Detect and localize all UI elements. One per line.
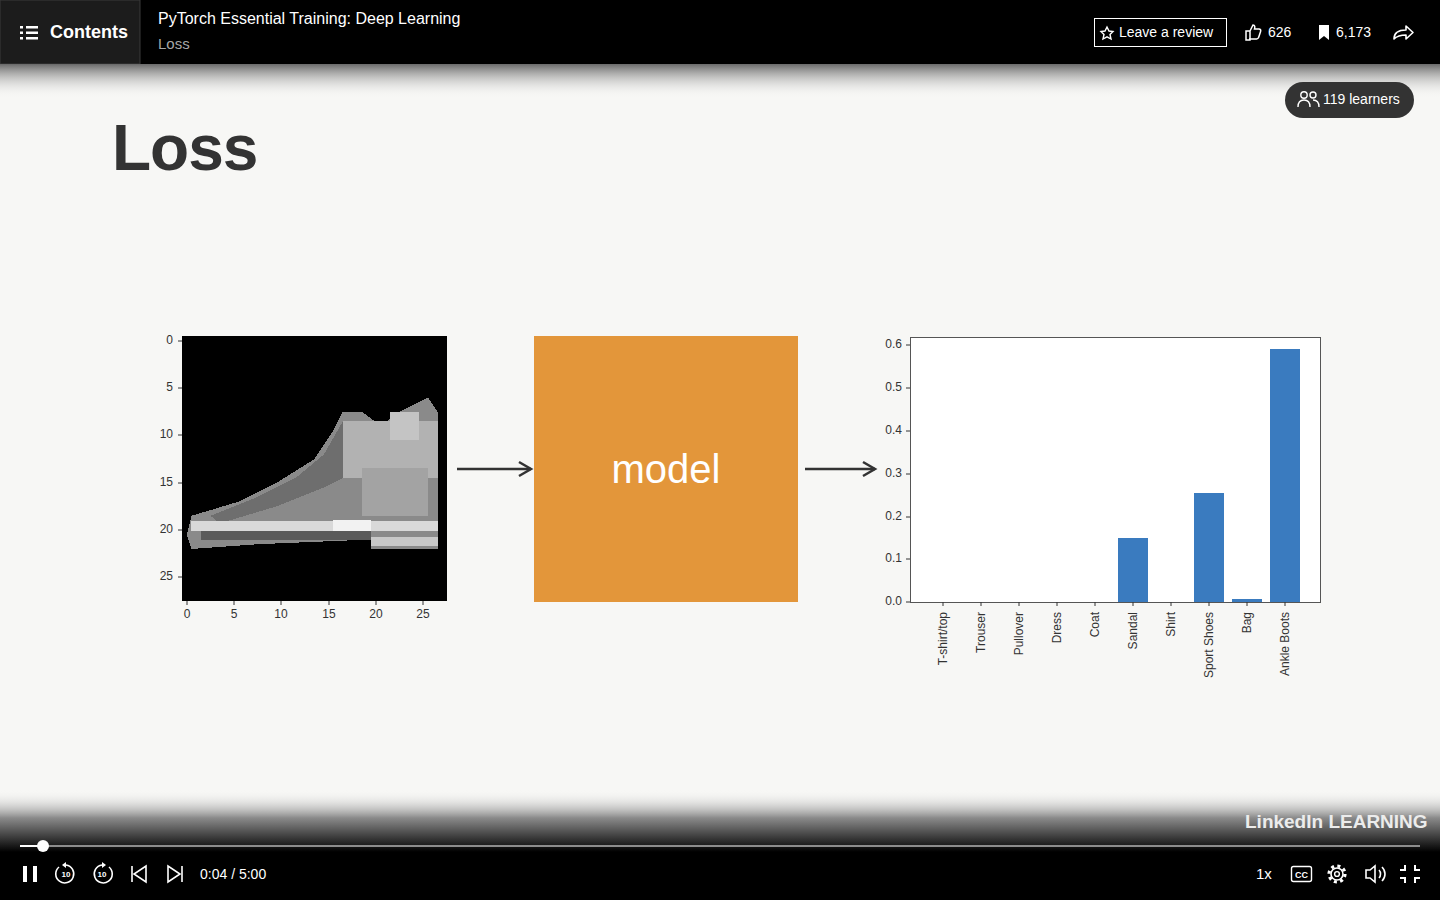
bottom-fade	[0, 790, 1440, 852]
slide-title: Loss	[112, 112, 257, 186]
category-label: Sport Shoes	[1202, 612, 1216, 678]
tick-label: 0.0	[885, 595, 902, 609]
tick-label: 20	[369, 608, 382, 622]
tick-label: 10	[274, 608, 287, 622]
menu-icon	[20, 26, 38, 40]
arrow-head	[863, 462, 875, 476]
tick-label: 0.1	[885, 552, 902, 566]
bottom-bar	[0, 852, 1440, 900]
arrow-shaft	[457, 468, 531, 471]
category-label: Shirt	[1164, 612, 1178, 637]
share-icon	[1394, 26, 1413, 39]
pause-icon	[23, 866, 37, 882]
tick-label: 5	[166, 381, 173, 395]
review-button	[1095, 19, 1227, 47]
watermark: LinkedIn LEARNING	[1245, 811, 1428, 833]
top-fade	[0, 64, 1440, 98]
rewind-icon	[56, 865, 74, 883]
skip-seconds: 10	[98, 870, 107, 879]
bookmark-icon	[1319, 25, 1329, 40]
cc-box	[1292, 867, 1312, 882]
output-chart: 0.6 0.5 0.4 0.3 0.2 0.1 0.0T-shirt/top Trouser P…	[878, 330, 1324, 694]
tick-label: 0.2	[885, 510, 902, 524]
category-label: Coat	[1088, 612, 1102, 637]
tick-label: 25	[160, 570, 173, 584]
tick-label: 15	[322, 608, 335, 622]
forward-icon	[94, 865, 112, 883]
volume-icon	[1366, 866, 1385, 882]
flow-arrow	[805, 462, 875, 476]
settings-icon	[1329, 866, 1345, 882]
bars	[1118, 349, 1300, 602]
fullscreen-icon	[1400, 865, 1420, 883]
cc-label: CC	[1295, 869, 1308, 879]
category-label: Trouser	[974, 612, 988, 653]
time-display: 0:04 / 5:00	[200, 866, 266, 882]
flow-arrow	[457, 462, 531, 476]
course-title: PyTorch Essential Training: Deep Learnin…	[158, 10, 460, 28]
arrow-shaft	[805, 468, 875, 471]
people-icon	[1298, 92, 1319, 107]
tick-label: 0.6	[885, 338, 902, 352]
tick-label: 0.3	[885, 467, 902, 481]
learners-count: 119 learners	[1323, 91, 1400, 107]
image-frame	[182, 336, 447, 601]
tick-label: 5	[231, 608, 238, 622]
menu-label: Contents	[50, 22, 128, 43]
tick-label: 0.5	[885, 381, 902, 395]
category-label: Sandal	[1126, 612, 1140, 649]
prev-icon	[132, 866, 146, 882]
tick-label: 15	[160, 476, 173, 490]
bookmark-count: 6,173	[1336, 24, 1371, 40]
review-label: Leave a review	[1119, 24, 1213, 40]
tick-label: 25	[416, 608, 429, 622]
chart-frame	[911, 338, 1321, 603]
category-label: Dress	[1050, 612, 1064, 643]
tick-label: 10	[160, 428, 173, 442]
model-label: model	[612, 446, 721, 492]
tick-label: 0	[184, 608, 191, 622]
rewind-head	[62, 862, 66, 868]
contents-panel	[0, 0, 140, 64]
input-image: 0 5 10 15 20 25 0 5 10 15 20 25	[158, 330, 450, 626]
learners-pill	[1285, 82, 1414, 118]
forward-head	[102, 862, 106, 868]
chart-ticks	[906, 345, 1285, 606]
like-count: 626	[1268, 24, 1291, 40]
shoe-image	[187, 398, 438, 549]
video-title: Loss	[158, 35, 190, 52]
category-label: Ankle Boots	[1278, 612, 1292, 676]
category-label: Bag	[1240, 612, 1254, 633]
tick-label: 0.4	[885, 424, 902, 438]
image-ticks	[178, 341, 423, 605]
model-box: model	[534, 336, 798, 602]
category-label: T-shirt/top	[936, 612, 950, 665]
progress-track	[20, 845, 1420, 847]
speed-label: 1x	[1256, 865, 1272, 882]
star-icon	[1101, 27, 1113, 39]
tick-label: 0	[166, 334, 173, 348]
tick-label: 20	[160, 523, 173, 537]
skip-seconds: 10	[62, 870, 71, 879]
arrow-head	[519, 462, 531, 476]
progress-knob	[37, 840, 49, 852]
top-bar	[0, 0, 1440, 64]
category-label: Pullover	[1012, 612, 1026, 655]
next-icon	[168, 866, 182, 882]
like-icon	[1246, 25, 1261, 40]
